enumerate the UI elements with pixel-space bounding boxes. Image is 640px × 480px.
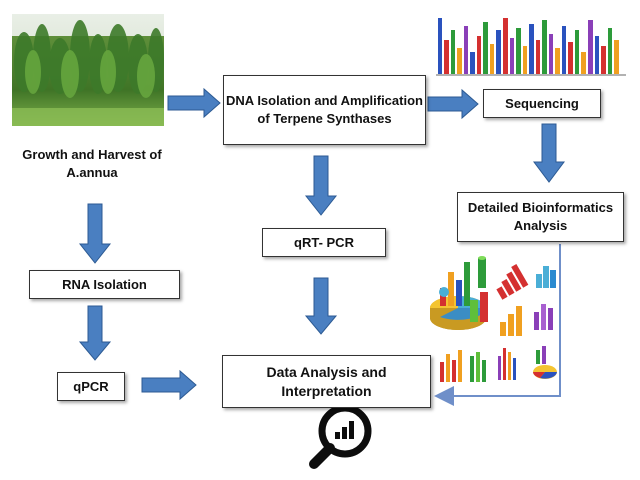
arrow-qrtpcr-to-data-analysis [304,277,338,335]
arrow-dna-to-qrtpcr [304,155,338,216]
step-dna-isolation: DNA Isolation and Amplification of Terpe… [223,75,426,145]
arrow-growth-to-rna [78,203,112,264]
step-sequencing: Sequencing [483,89,601,118]
feedback-line [434,244,561,406]
step-rna-isolation: RNA Isolation [29,270,180,299]
arrow-photo-to-dna [167,87,221,119]
arrow-dna-to-sequencing [427,88,479,120]
step-growth-harvest: Growth and Harvest of A.annua [22,147,162,181]
arrow-sequencing-to-bioinformatics [533,123,565,183]
step-bioinformatics: Detailed Bioinformatics Analysis [457,192,624,242]
step-qpcr: qPCR [57,372,125,401]
arrow-rna-to-qpcr [78,305,112,361]
step-qrt-pcr: qRT- PCR [262,228,386,257]
arrow-qpcr-to-data-analysis [141,369,197,401]
step-data-analysis: Data Analysis and Interpretation [222,355,431,408]
